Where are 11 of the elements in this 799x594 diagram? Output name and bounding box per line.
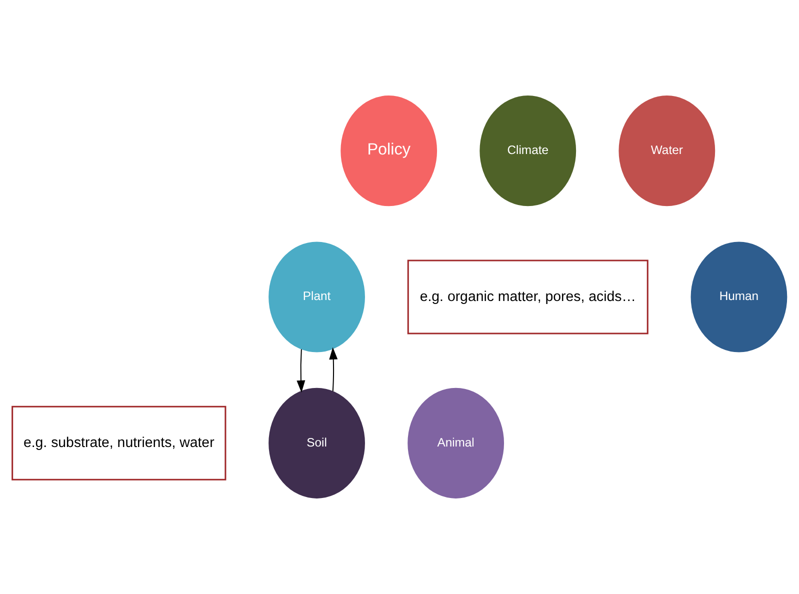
node-ellipse: Policy: [340, 96, 438, 206]
node-ellipse: Climate: [480, 96, 576, 206]
node-ellipse: Soil: [268, 388, 365, 498]
node-box: e.g. organic matter, pores, acids…: [407, 260, 648, 334]
node-ellipse: Animal: [408, 388, 504, 498]
node-ellipse: Human: [690, 242, 788, 352]
arrow: [329, 347, 338, 392]
node-ellipse: Plant: [268, 242, 365, 352]
arrow: [296, 349, 306, 393]
node-ellipse: Water: [618, 96, 716, 206]
node-box: e.g. substrate, nutrients, water: [12, 406, 226, 480]
